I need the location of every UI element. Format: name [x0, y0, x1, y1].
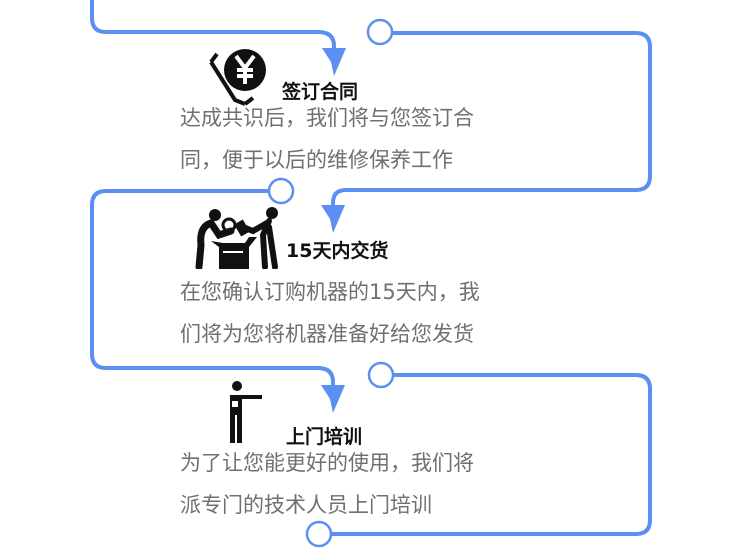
node-circle-2: [267, 177, 295, 205]
step-title-contract: 签订合同: [282, 81, 359, 103]
node-circle-1: [366, 18, 394, 46]
arrow-down-1: [322, 48, 346, 76]
step-title-training: 上门培训: [286, 426, 363, 448]
step-title-delivery: 15天内交货: [286, 240, 389, 262]
step-body-delivery-line2: 们将为您将机器准备好给您发货: [180, 322, 474, 346]
trainer-pointing-icon: [226, 381, 266, 443]
node-circle-4: [305, 520, 333, 548]
step-body-contract-line1: 达成共识后，我们将与您签订合: [180, 106, 474, 130]
step-body-training-line1: 为了让您能更好的使用，我们将: [180, 451, 474, 475]
delivery-inspection-icon: [193, 205, 285, 271]
arrow-down-3: [321, 385, 345, 413]
node-circle-3: [367, 361, 395, 389]
step-body-contract-line2: 同，便于以后的维修保养工作: [180, 148, 453, 172]
step-body-delivery-line1: 在您确认订购机器的15天内，我: [180, 280, 480, 304]
step-body-training-line2: 派专门的技术人员上门培训: [180, 493, 432, 517]
arrow-down-2: [321, 205, 345, 233]
yen-coin-icon: [205, 46, 271, 106]
